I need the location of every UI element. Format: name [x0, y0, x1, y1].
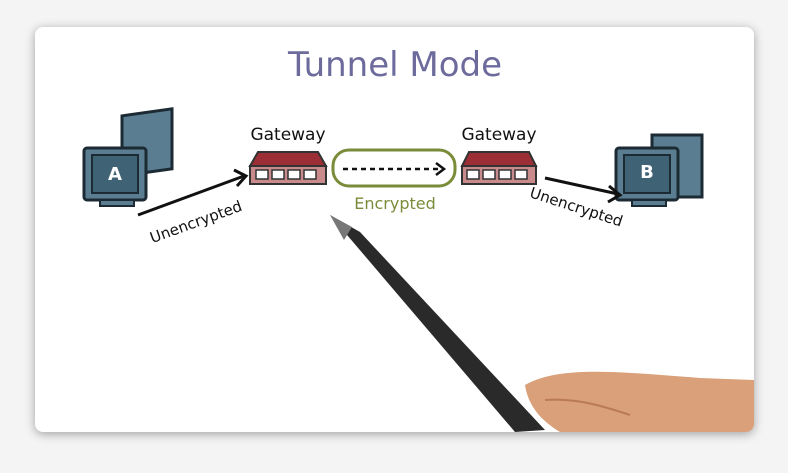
- computer-a-icon: A: [82, 107, 174, 207]
- arrow-gateway-to-b: [544, 176, 623, 204]
- video-frame: Tunnel Mode A B Gateway Gateway: [35, 27, 754, 432]
- gateway-right-router-icon: [460, 151, 538, 185]
- tunnel-mode-diagram: Tunnel Mode A B Gateway Gateway: [82, 45, 754, 432]
- computer-b-icon: B: [614, 133, 704, 207]
- diagram-title: Tunnel Mode: [287, 45, 502, 85]
- tunnel-label: Encrypted: [354, 194, 436, 213]
- host-a-label: A: [108, 164, 122, 185]
- right-link-label: Unencrypted: [528, 184, 626, 231]
- gateway-left-router-icon: [248, 151, 328, 185]
- gateway-left-label: Gateway: [250, 125, 325, 145]
- pen-and-hand: [330, 215, 754, 432]
- host-b-label: B: [640, 162, 654, 183]
- encrypted-tunnel: [331, 148, 457, 188]
- gateway-right-label: Gateway: [461, 125, 536, 145]
- arrow-a-to-gateway: [137, 168, 249, 217]
- left-link-label: Unencrypted: [148, 197, 245, 247]
